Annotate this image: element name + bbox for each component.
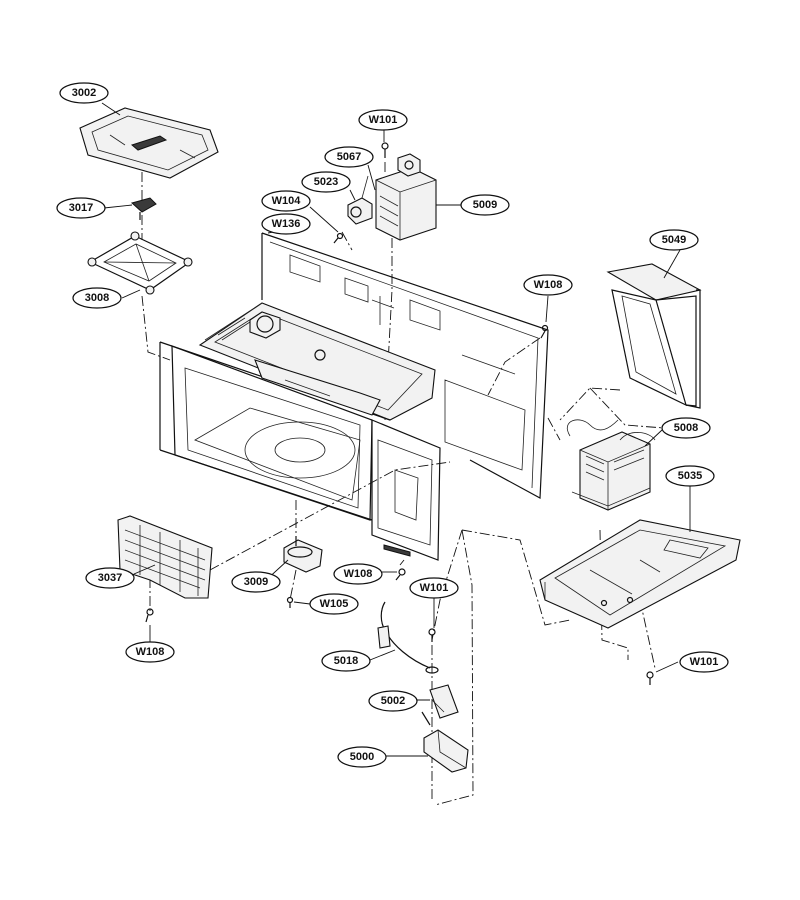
svg-text:3017: 3017 — [69, 202, 93, 214]
callout-3002: 3002 — [59, 82, 109, 104]
harness-5018 — [377, 601, 439, 674]
svg-text:W108: W108 — [136, 646, 165, 658]
callout-5002: 5002 — [368, 690, 418, 712]
svg-text:3009: 3009 — [244, 576, 268, 588]
screw-w104 — [333, 232, 344, 244]
svg-text:W108: W108 — [344, 568, 373, 580]
screw-w108-top — [540, 324, 549, 339]
callout-w101-bottom-right: W101 — [679, 651, 729, 673]
screw-w105 — [286, 596, 294, 608]
callout-w108-left: W108 — [125, 641, 175, 663]
svg-text:W101: W101 — [420, 582, 449, 594]
magnetron-5009 — [375, 153, 437, 241]
callout-5009: 5009 — [460, 194, 510, 216]
base-plate-5035 — [539, 519, 741, 629]
screw-w101-bottom-right — [646, 671, 654, 685]
callout-3009: 3009 — [231, 571, 281, 593]
svg-text:5008: 5008 — [674, 422, 698, 434]
callout-5023: 5023 — [301, 171, 351, 193]
air-guide-5049 — [606, 263, 702, 409]
svg-text:W101: W101 — [369, 114, 398, 126]
screw-w108-middle — [395, 568, 406, 581]
svg-text:5009: 5009 — [473, 199, 497, 211]
svg-text:W105: W105 — [320, 598, 349, 610]
svg-text:W108: W108 — [534, 279, 563, 291]
svg-text:5002: 5002 — [381, 695, 405, 707]
svg-text:5049: 5049 — [662, 234, 686, 246]
oven-cavity — [159, 232, 549, 561]
svg-text:5000: 5000 — [350, 751, 374, 763]
callout-3008: 3008 — [72, 287, 122, 309]
callout-5035: 5035 — [665, 465, 715, 487]
callout-5049: 5049 — [649, 229, 699, 251]
callout-5000: 5000 — [337, 746, 387, 768]
screw-w101-middle — [428, 628, 436, 642]
sensor-5000 — [423, 729, 469, 773]
turntable-motor-3009 — [283, 536, 323, 573]
bracket-5002 — [421, 684, 459, 726]
turntable-tray-3002 — [79, 107, 219, 179]
svg-text:W136: W136 — [272, 218, 301, 230]
svg-text:5018: 5018 — [334, 655, 358, 667]
thermostat-5023 — [347, 175, 373, 225]
callout-w101-top: W101 — [358, 109, 408, 131]
roller-ring-3008 — [87, 231, 193, 295]
svg-text:5035: 5035 — [678, 470, 702, 482]
callout-5067: 5067 — [324, 146, 374, 168]
coupler-3017 — [130, 197, 157, 220]
callout-w108-top: W108 — [523, 274, 573, 296]
svg-text:5067: 5067 — [337, 151, 361, 163]
svg-text:W101: W101 — [690, 656, 719, 668]
callout-w101-middle: W101 — [409, 577, 459, 599]
callouts: 3002 3017 3008 W101 5067 5023 5009 W104 … — [56, 82, 729, 768]
callout-w105: W105 — [309, 593, 359, 615]
screw-w108-left — [145, 608, 154, 623]
svg-text:3008: 3008 — [85, 292, 109, 304]
mesh-cover-3037 — [117, 515, 213, 599]
transformer-5008 — [567, 419, 656, 511]
callout-5018: 5018 — [321, 650, 371, 672]
svg-text:5023: 5023 — [314, 176, 338, 188]
svg-text:3002: 3002 — [72, 87, 96, 99]
callout-w104: W104 — [261, 190, 311, 212]
callout-3037: 3037 — [85, 567, 135, 589]
screw-w101-top — [381, 142, 389, 158]
callout-w108-middle: W108 — [333, 563, 383, 585]
svg-text:3037: 3037 — [98, 572, 122, 584]
callout-3017: 3017 — [56, 197, 106, 219]
callout-w136: W136 — [261, 213, 311, 235]
callout-5008: 5008 — [661, 417, 711, 439]
svg-text:W104: W104 — [272, 195, 302, 207]
